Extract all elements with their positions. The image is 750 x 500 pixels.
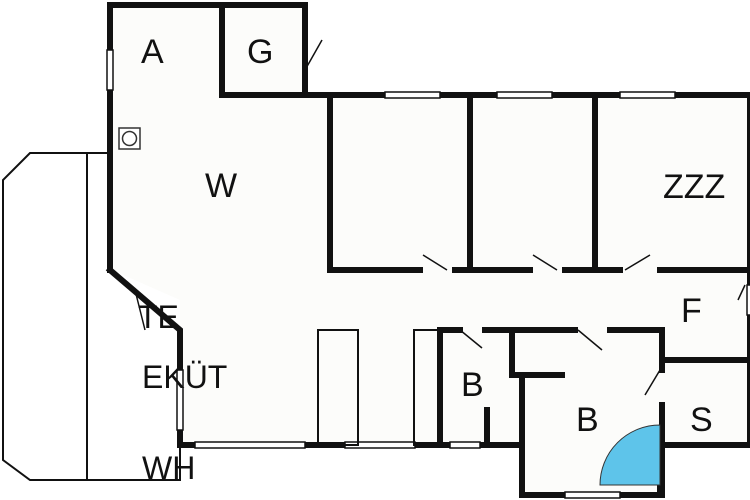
- quarter-circle-icon: [599, 424, 661, 486]
- room-label-b2: B: [576, 401, 599, 439]
- windows: [106, 49, 750, 499]
- interior-walls: [219, 2, 750, 498]
- floor-area: [110, 5, 750, 495]
- room-label-b1: B: [461, 366, 484, 404]
- room-label-w: W: [205, 167, 237, 205]
- circle-in-square-icon: [118, 127, 141, 150]
- room-label-s: S: [690, 401, 713, 439]
- room-label-zzz: ZZZ: [663, 168, 725, 206]
- fixtures: [317, 329, 441, 446]
- room-label-g: G: [247, 33, 273, 71]
- room-label-ekut: EKÜT: [142, 359, 227, 395]
- room-label-wh: WH: [142, 450, 195, 486]
- room-label-a: A: [141, 33, 164, 71]
- room-label-f: F: [681, 292, 702, 330]
- room-label-te: TE: [138, 299, 179, 335]
- door-swings: [134, 39, 746, 396]
